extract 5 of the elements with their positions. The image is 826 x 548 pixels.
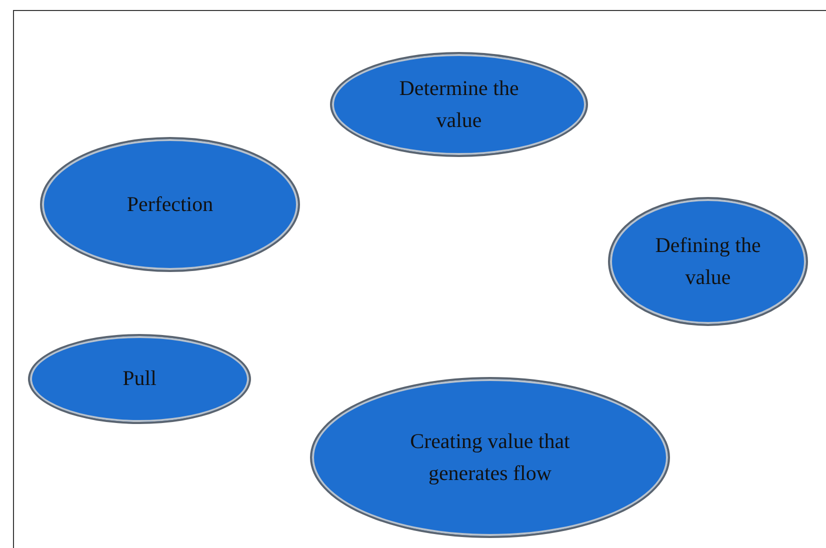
- node-label: Creating value that generates flow: [409, 428, 571, 486]
- node-label: Pull: [122, 365, 156, 392]
- node-label: Perfection: [126, 190, 214, 218]
- node-label: Defining the value: [654, 232, 762, 290]
- node-label: Determine the value: [398, 75, 520, 134]
